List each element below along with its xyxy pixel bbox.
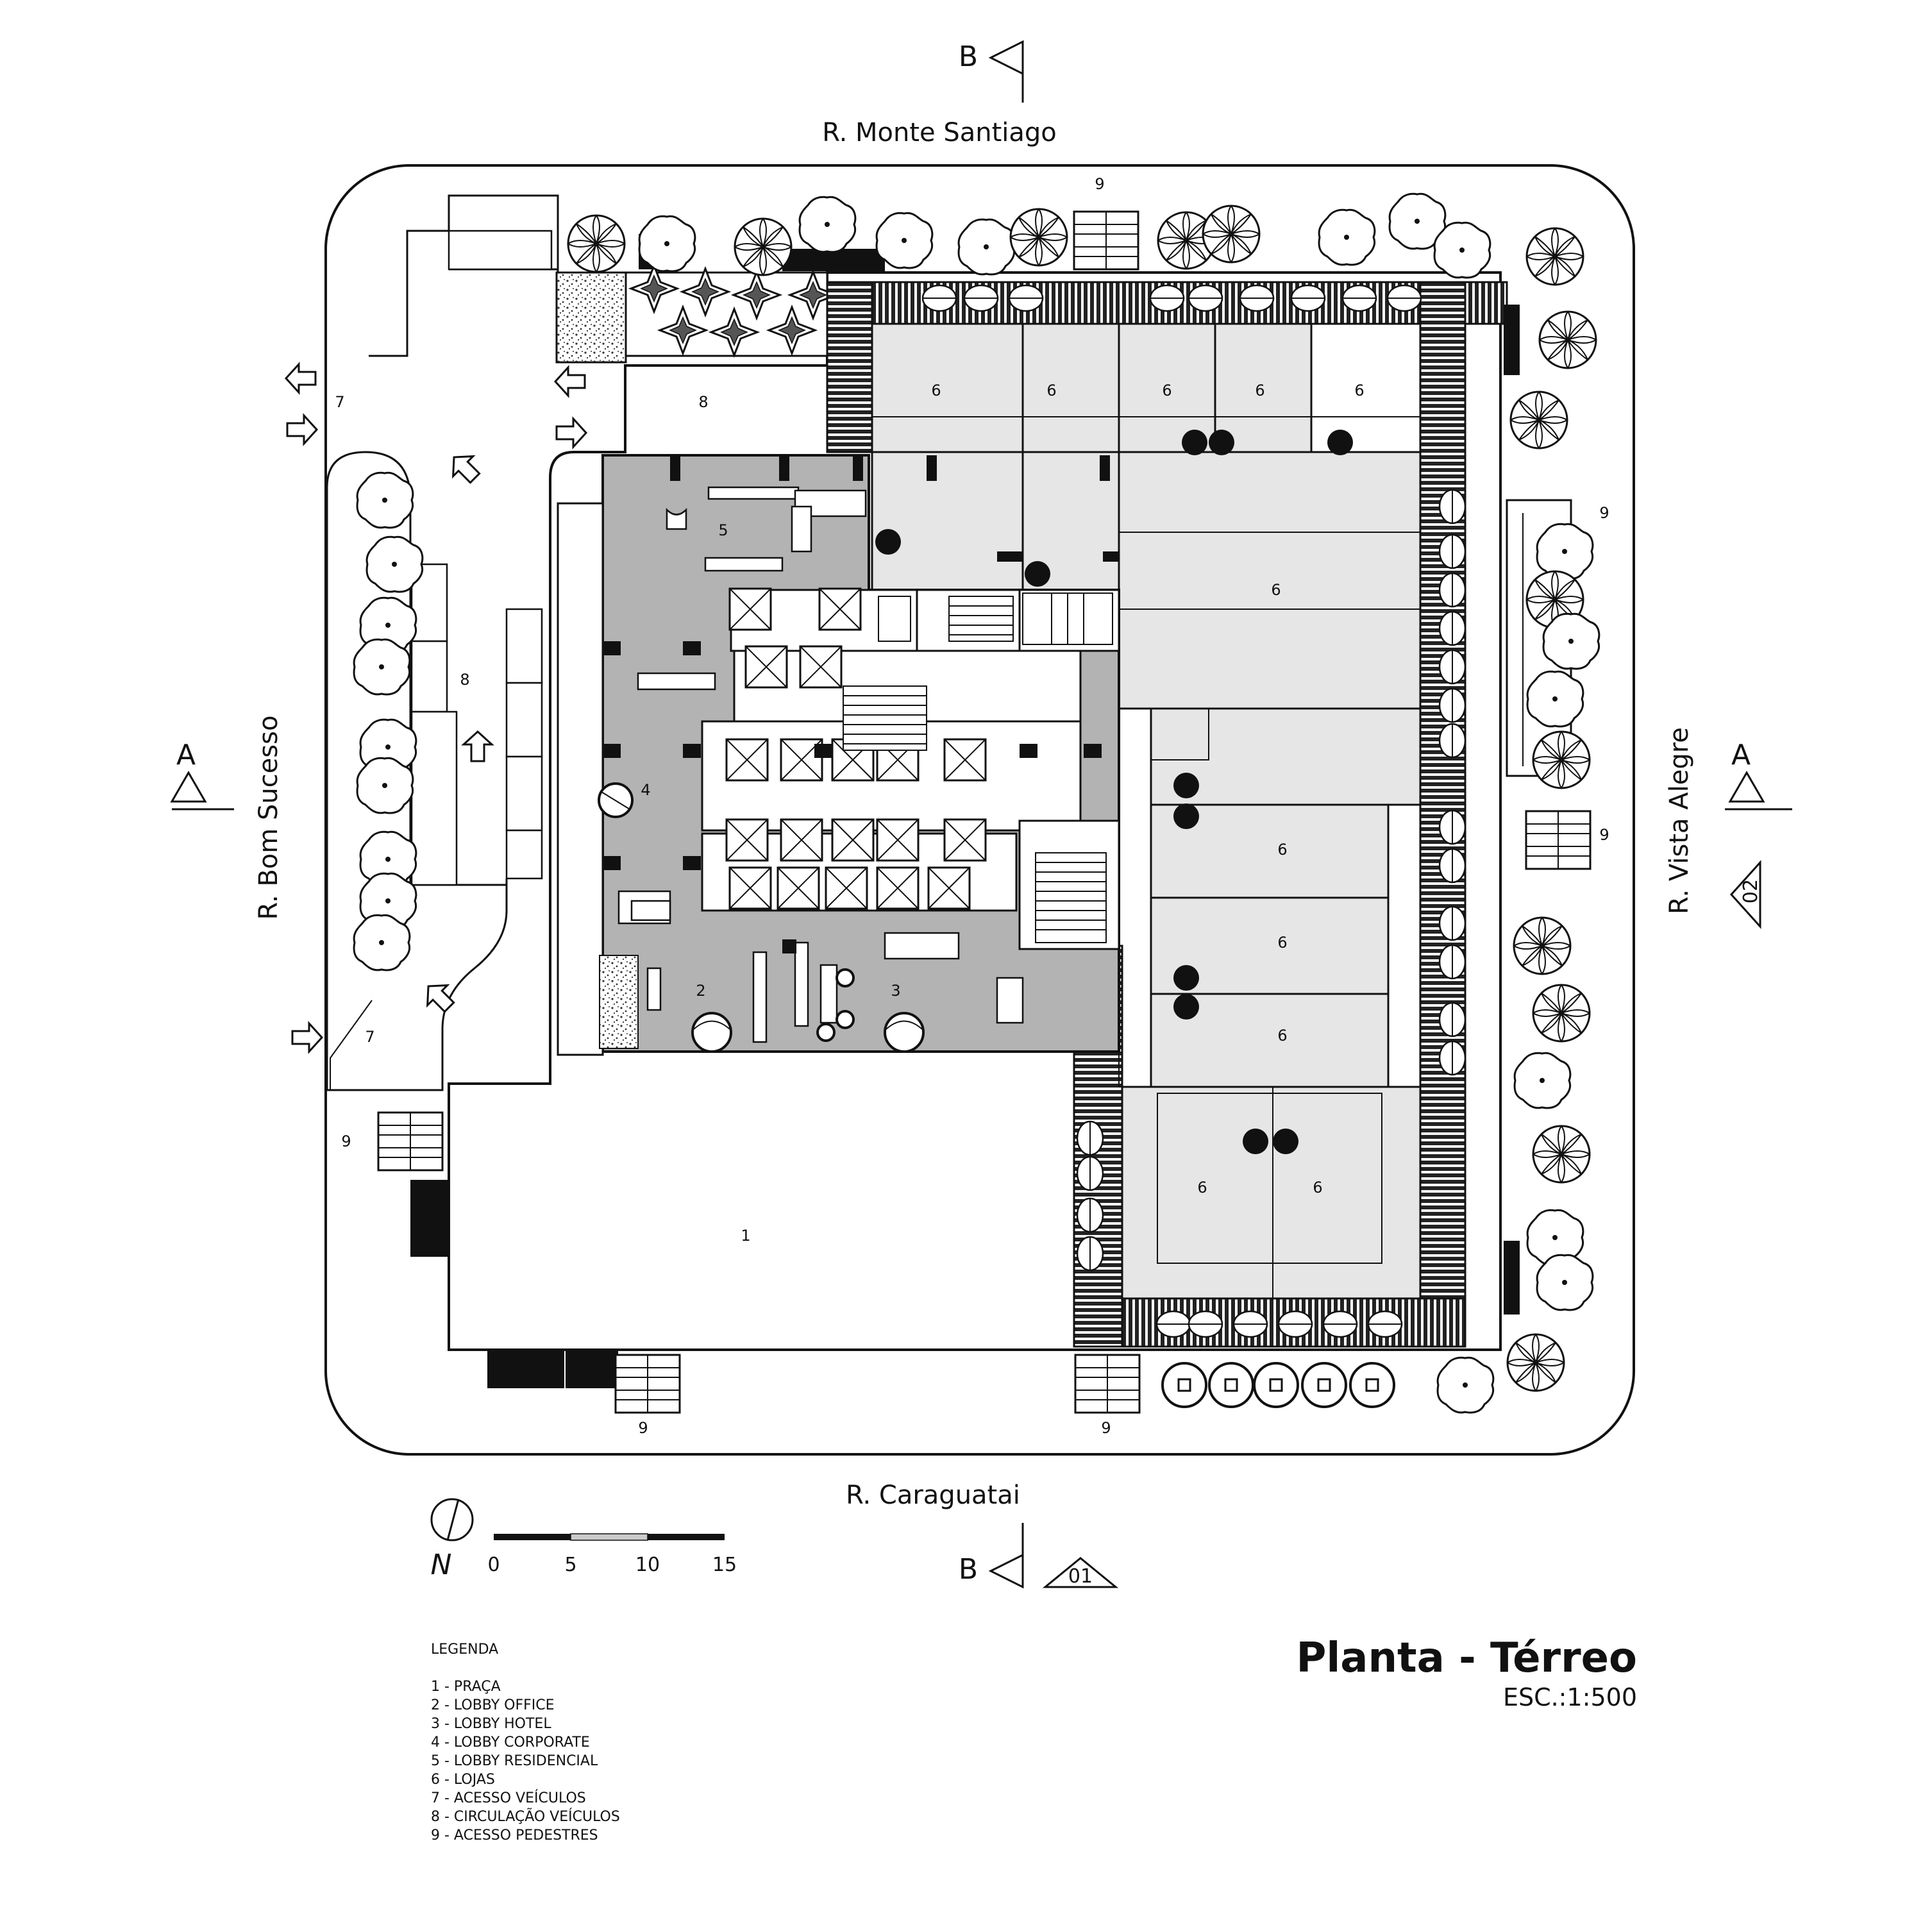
- svg-text:6: 6: [1313, 1179, 1322, 1197]
- svg-text:02: 02: [1740, 879, 1762, 903]
- lobby-furniture: [617, 486, 1024, 1043]
- round-seat-office-1: [691, 1012, 732, 1053]
- scale-bar: 0 5 10 15: [487, 1533, 737, 1576]
- svg-text:9: 9: [1599, 826, 1609, 844]
- bench-east-2: [1504, 1241, 1520, 1315]
- area-label-lobby-corporate: 4: [641, 781, 650, 799]
- round-table-hotel-1: [836, 968, 855, 987]
- svg-text:B: B: [959, 1553, 978, 1586]
- svg-text:15: 15: [712, 1554, 737, 1576]
- area-label-lobby-residencial: 5: [718, 521, 728, 539]
- svg-text:6: 6: [1271, 581, 1281, 599]
- svg-text:6: 6: [1277, 934, 1287, 952]
- svg-text:B: B: [959, 40, 978, 73]
- street-west: R. Bom Sucesso: [254, 716, 283, 920]
- section-marker-a-east: A: [1725, 739, 1792, 811]
- svg-text:9: 9: [1095, 175, 1104, 193]
- lobby-gravel-bed: [599, 955, 639, 1049]
- elevation-marker-02: 02: [1729, 860, 1762, 929]
- svg-text:01: 01: [1068, 1565, 1093, 1588]
- drawing-title: Planta - Térreo: [1296, 1634, 1637, 1682]
- south-planters: [1161, 1362, 1395, 1408]
- round-seat-hotel: [884, 1012, 925, 1053]
- legend-item: 7 - ACESSO VEÍCULOS: [431, 1790, 586, 1806]
- section-marker-b-north: B: [959, 40, 1024, 103]
- area-label-circulacao-1: 8: [698, 393, 708, 411]
- svg-text:0: 0: [487, 1554, 500, 1576]
- round-table-hotel-2: [816, 1023, 836, 1042]
- area-label-praca: 1: [741, 1227, 750, 1245]
- area-label-acesso-veiculos-2: 7: [365, 1028, 374, 1046]
- parking-bay-3: [505, 755, 543, 832]
- parking-bay-2: [505, 682, 543, 758]
- area-labels-lojas: 6 6 6 6 6 6 6 6 6 6 6: [931, 382, 1364, 1197]
- bench-south-1: [487, 1350, 564, 1388]
- svg-text:9: 9: [1101, 1419, 1111, 1437]
- north-gravel-bed: [555, 271, 627, 364]
- title-block: Planta - Térreo ESC.:1:500: [1296, 1634, 1637, 1712]
- parking-stall-3: [410, 710, 458, 886]
- svg-text:N: N: [431, 1549, 452, 1581]
- svg-text:9: 9: [1599, 504, 1609, 522]
- area-label-lobby-hotel: 3: [891, 982, 900, 1000]
- section-marker-b-south: B: [959, 1523, 1024, 1589]
- legend-item: 3 - LOBBY HOTEL: [431, 1716, 551, 1732]
- bench-west: [410, 1180, 449, 1257]
- parking-bay-1: [505, 608, 543, 684]
- legend-item: 9 - ACESSO PEDESTRES: [431, 1827, 598, 1844]
- legend-item: 4 - LOBBY CORPORATE: [431, 1735, 590, 1751]
- elevation-marker-01: 01: [1042, 1557, 1119, 1588]
- area-label-acesso-veiculos-1: 7: [335, 393, 344, 411]
- svg-text:5: 5: [564, 1554, 576, 1576]
- west-driveway: [330, 1000, 373, 1090]
- drawing-scale: ESC.:1:500: [1502, 1683, 1637, 1711]
- area-labels-acesso-pedestres: 9 9 9 9 9 9: [341, 175, 1609, 1437]
- parking-bay-4: [505, 829, 543, 880]
- svg-text:10: 10: [635, 1554, 660, 1576]
- svg-text:6: 6: [1197, 1179, 1207, 1197]
- legend: LEGENDA 1 - PRAÇA 2 - LOBBY OFFICE 3 - L…: [431, 1640, 620, 1845]
- bench-east-1: [1504, 305, 1520, 375]
- columns: [603, 455, 1119, 953]
- area-label-lobby-office: 2: [696, 982, 705, 1000]
- nw-ramp: [369, 194, 559, 357]
- svg-text:6: 6: [931, 382, 941, 399]
- deck-south: [1073, 1297, 1466, 1348]
- street-north: R. Monte Santiago: [822, 118, 1057, 147]
- svg-text:6: 6: [1277, 841, 1287, 859]
- svg-text:6: 6: [1354, 382, 1364, 399]
- svg-text:6: 6: [1046, 382, 1056, 399]
- legend-title: LEGENDA: [431, 1642, 499, 1658]
- svg-text:6: 6: [1162, 382, 1172, 399]
- legend-item: 8 - CIRCULAÇÃO VEÍCULOS: [431, 1809, 620, 1825]
- shop-seating: [875, 430, 1353, 1154]
- deck-west-top: [826, 281, 873, 453]
- legend-item: 2 - LOBBY OFFICE: [431, 1697, 555, 1713]
- legend-item: 1 - PRAÇA: [431, 1679, 501, 1695]
- street-south: R. Caraguatai: [846, 1481, 1020, 1510]
- north-arrow: N: [430, 1498, 474, 1581]
- core-structure: [701, 587, 1120, 950]
- svg-text:A: A: [1731, 739, 1751, 771]
- svg-text:9: 9: [341, 1132, 351, 1150]
- legend-item: 6 - LOJAS: [431, 1772, 495, 1788]
- bench-south-2: [566, 1350, 618, 1388]
- svg-text:6: 6: [1255, 382, 1264, 399]
- section-marker-a-west: A: [170, 739, 234, 811]
- legend-item: 5 - LOBBY RESIDENCIAL: [431, 1753, 598, 1769]
- svg-text:A: A: [176, 739, 196, 771]
- svg-text:9: 9: [638, 1419, 648, 1437]
- parking-stall-2: [410, 640, 448, 713]
- svg-text:6: 6: [1277, 1027, 1287, 1045]
- round-table-hotel-3: [836, 1010, 855, 1029]
- area-label-circulacao-2: 8: [460, 671, 469, 689]
- street-east: R. Vista Alegre: [1665, 727, 1694, 914]
